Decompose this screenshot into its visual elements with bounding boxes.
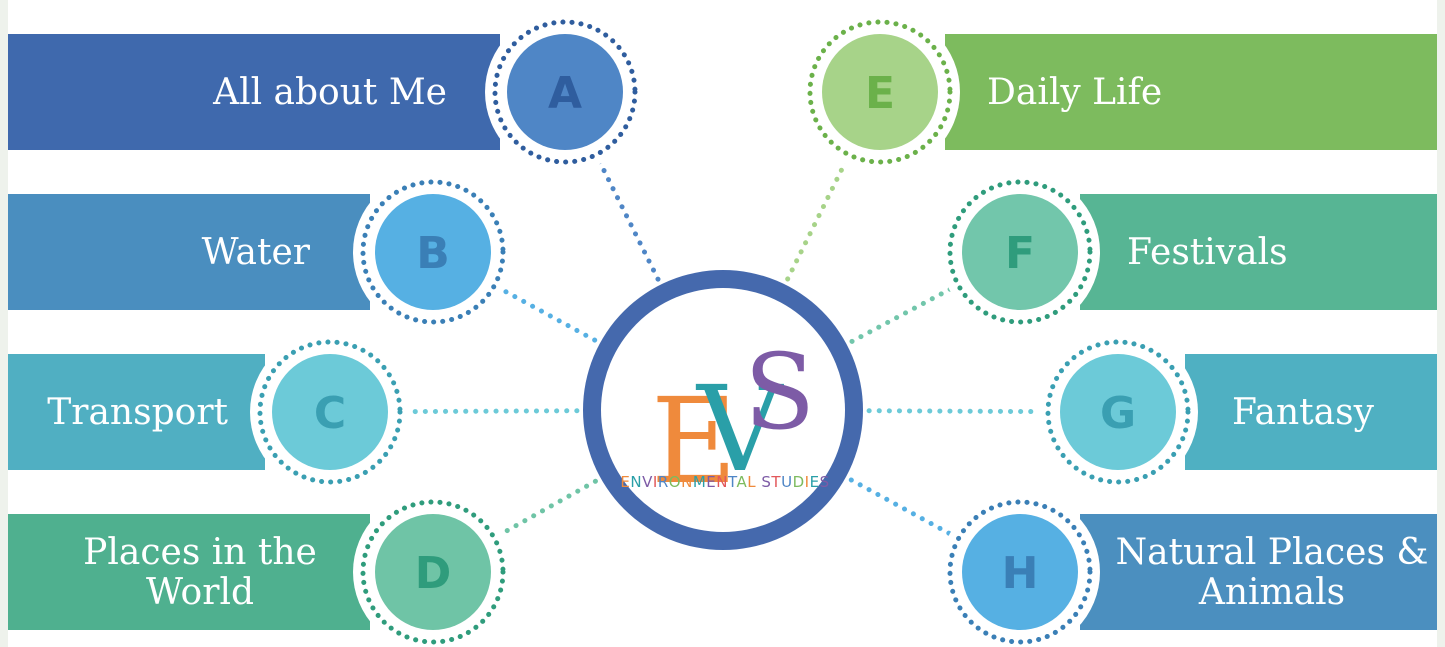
connector-lines: [401, 155, 1047, 540]
connector-a: [595, 155, 665, 291]
evs-logo-s: S: [744, 331, 815, 453]
node-circle-g: [1060, 354, 1176, 470]
topic-label-b: Water: [202, 232, 311, 273]
topic-band-h: [1080, 514, 1437, 630]
node-circle-a: [507, 34, 623, 150]
hub-center: [601, 288, 845, 532]
topic-label-c: Transport: [47, 392, 228, 433]
connector-h: [839, 472, 958, 540]
node-circle-b: [375, 194, 491, 310]
node-circle-e: [822, 34, 938, 150]
evs-logo-e: E: [651, 372, 737, 510]
topic-label-h-line-2: Animals: [1198, 572, 1345, 613]
node-dotted-ring-g: [1045, 339, 1191, 485]
topic-band-e: [945, 34, 1437, 150]
node-circle-f: [962, 194, 1078, 310]
topic-letter-b: B: [416, 228, 450, 279]
topic-band-b: [8, 194, 370, 310]
topic-node-e: E Daily Life: [800, 12, 1162, 172]
topic-letter-h: H: [1002, 548, 1039, 599]
topic-band-c: [8, 354, 265, 470]
evs-logo-v: V: [695, 360, 784, 498]
topic-node-c: C Transport: [47, 332, 410, 492]
connector-c: [401, 408, 590, 415]
topic-letter-g: G: [1100, 388, 1136, 439]
topic-node-g: G Fantasy: [1038, 332, 1375, 492]
node-dotted-ring-c: [257, 339, 403, 485]
connector-b: [495, 284, 607, 348]
topic-label-a: All about Me: [212, 72, 447, 113]
evs-subtitle: ENVIRONMENTAL STUDIES: [620, 473, 829, 491]
topic-band-f: [1080, 194, 1437, 310]
node-circle-d: [375, 514, 491, 630]
topic-label-g: Fantasy: [1232, 392, 1375, 433]
connector-d: [495, 473, 607, 539]
node-circle-c: [272, 354, 388, 470]
topic-band-g: [1185, 354, 1437, 470]
topic-label-e: Daily Life: [987, 72, 1162, 113]
node-circle-h: [962, 514, 1078, 630]
topic-node-a: A All about Me: [212, 12, 645, 172]
topic-letter-e: E: [865, 68, 895, 119]
topic-bands: [8, 34, 1437, 630]
node-dotted-ring-h: [947, 499, 1093, 645]
topic-letter-a: A: [548, 68, 582, 119]
connector-g: [856, 408, 1047, 415]
topic-node-f: F Festivals: [940, 172, 1288, 332]
topic-label-d-line-2: World: [146, 572, 254, 613]
node-dotted-ring-f: [947, 179, 1093, 325]
topic-node-h: H Natural Places &Animals: [940, 492, 1428, 647]
topic-band-d: [8, 514, 370, 630]
connector-f: [840, 284, 958, 349]
connector-e: [780, 155, 850, 291]
topic-label-h-line-1: Natural Places &: [1116, 532, 1429, 573]
topic-label-d-line-1: Places in the: [83, 532, 317, 573]
topic-letter-d: D: [415, 548, 452, 599]
evs-hub: E V S ENVIRONMENTAL STUDIES: [583, 270, 863, 550]
node-dotted-ring-b: [360, 179, 506, 325]
topic-band-a: [8, 34, 500, 150]
topic-node-b: B Water: [202, 172, 513, 332]
node-dotted-ring-d: [360, 499, 506, 645]
node-dotted-ring-e: [807, 19, 953, 165]
topic-label-f: Festivals: [1127, 232, 1288, 273]
topic-letter-f: F: [1005, 228, 1035, 279]
topic-letter-c: C: [314, 388, 346, 439]
node-dotted-ring-a: [492, 19, 638, 165]
